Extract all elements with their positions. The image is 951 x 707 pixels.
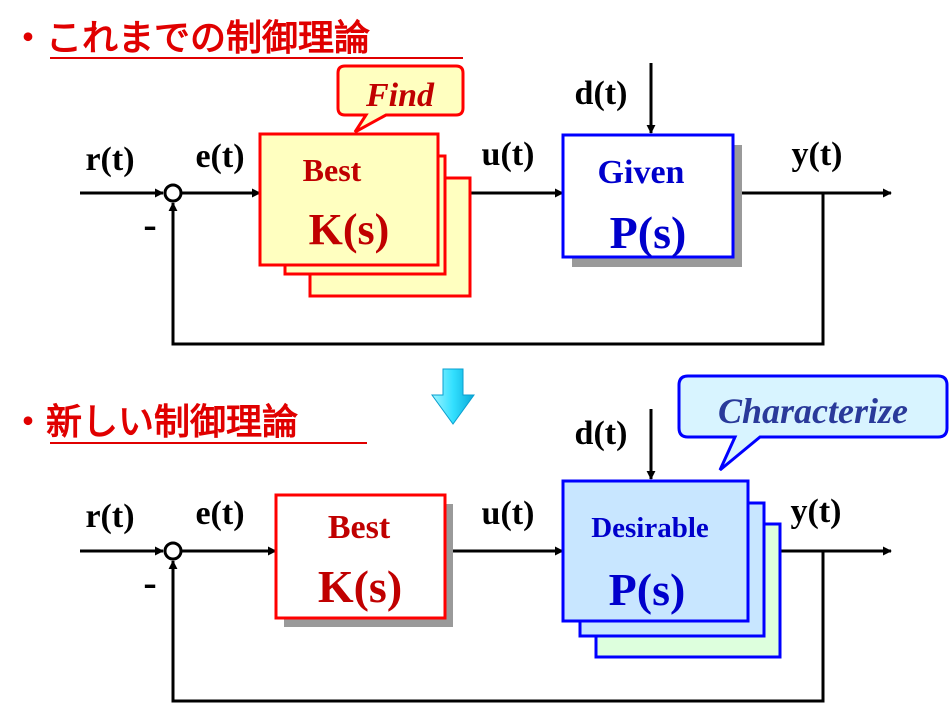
top-signal-u: u(t) xyxy=(482,136,535,173)
bottom-heading: ・新しい制御理論 xyxy=(10,402,298,443)
characterize-callout-text: Characterize xyxy=(718,391,908,431)
top-controller-label: Best xyxy=(303,152,362,188)
top-signal-y: y(t) xyxy=(792,136,843,173)
top-plant-name: P(s) xyxy=(610,207,687,258)
bottom-signal-r: r(t) xyxy=(85,498,134,535)
top-signal-e: e(t) xyxy=(195,138,244,175)
top-section: ・これまでの制御理論 Find Best K(s) xyxy=(10,18,892,346)
bottom-section: ・新しい制御理論 Characterize Best K(s) xyxy=(10,374,949,703)
bottom-controller-block: Best K(s) xyxy=(274,493,453,627)
bottom-signal-u: u(t) xyxy=(482,495,535,532)
bottom-plant-label: Desirable xyxy=(591,512,709,544)
bottom-signal-e: e(t) xyxy=(195,495,244,532)
top-signal-r: r(t) xyxy=(85,141,134,178)
bottom-summing-junction xyxy=(163,541,183,561)
top-signal-d: d(t) xyxy=(575,75,628,112)
find-callout: Find xyxy=(336,64,465,134)
bottom-minus-sign: - xyxy=(143,560,156,605)
top-plant-block: Given P(s) xyxy=(561,133,742,267)
top-heading: ・これまでの制御理論 xyxy=(10,18,370,59)
bottom-controller-label: Best xyxy=(328,509,391,546)
top-summing-junction xyxy=(163,183,183,203)
top-controller-name: K(s) xyxy=(309,205,390,254)
bottom-signal-d: d(t) xyxy=(575,415,628,452)
characterize-callout: Characterize xyxy=(677,374,949,472)
transition-down-arrow xyxy=(431,368,475,425)
bottom-controller-name: K(s) xyxy=(318,561,402,612)
bottom-signal-y: y(t) xyxy=(791,493,842,530)
top-minus-sign: - xyxy=(143,202,156,247)
top-plant-label: Given xyxy=(598,154,685,191)
top-controller-block: Best K(s) xyxy=(258,132,472,298)
top-signal-lines xyxy=(80,63,892,346)
bottom-plant-block: Desirable P(s) xyxy=(561,479,782,659)
bottom-plant-name: P(s) xyxy=(609,564,686,615)
find-callout-text: Find xyxy=(365,77,435,114)
